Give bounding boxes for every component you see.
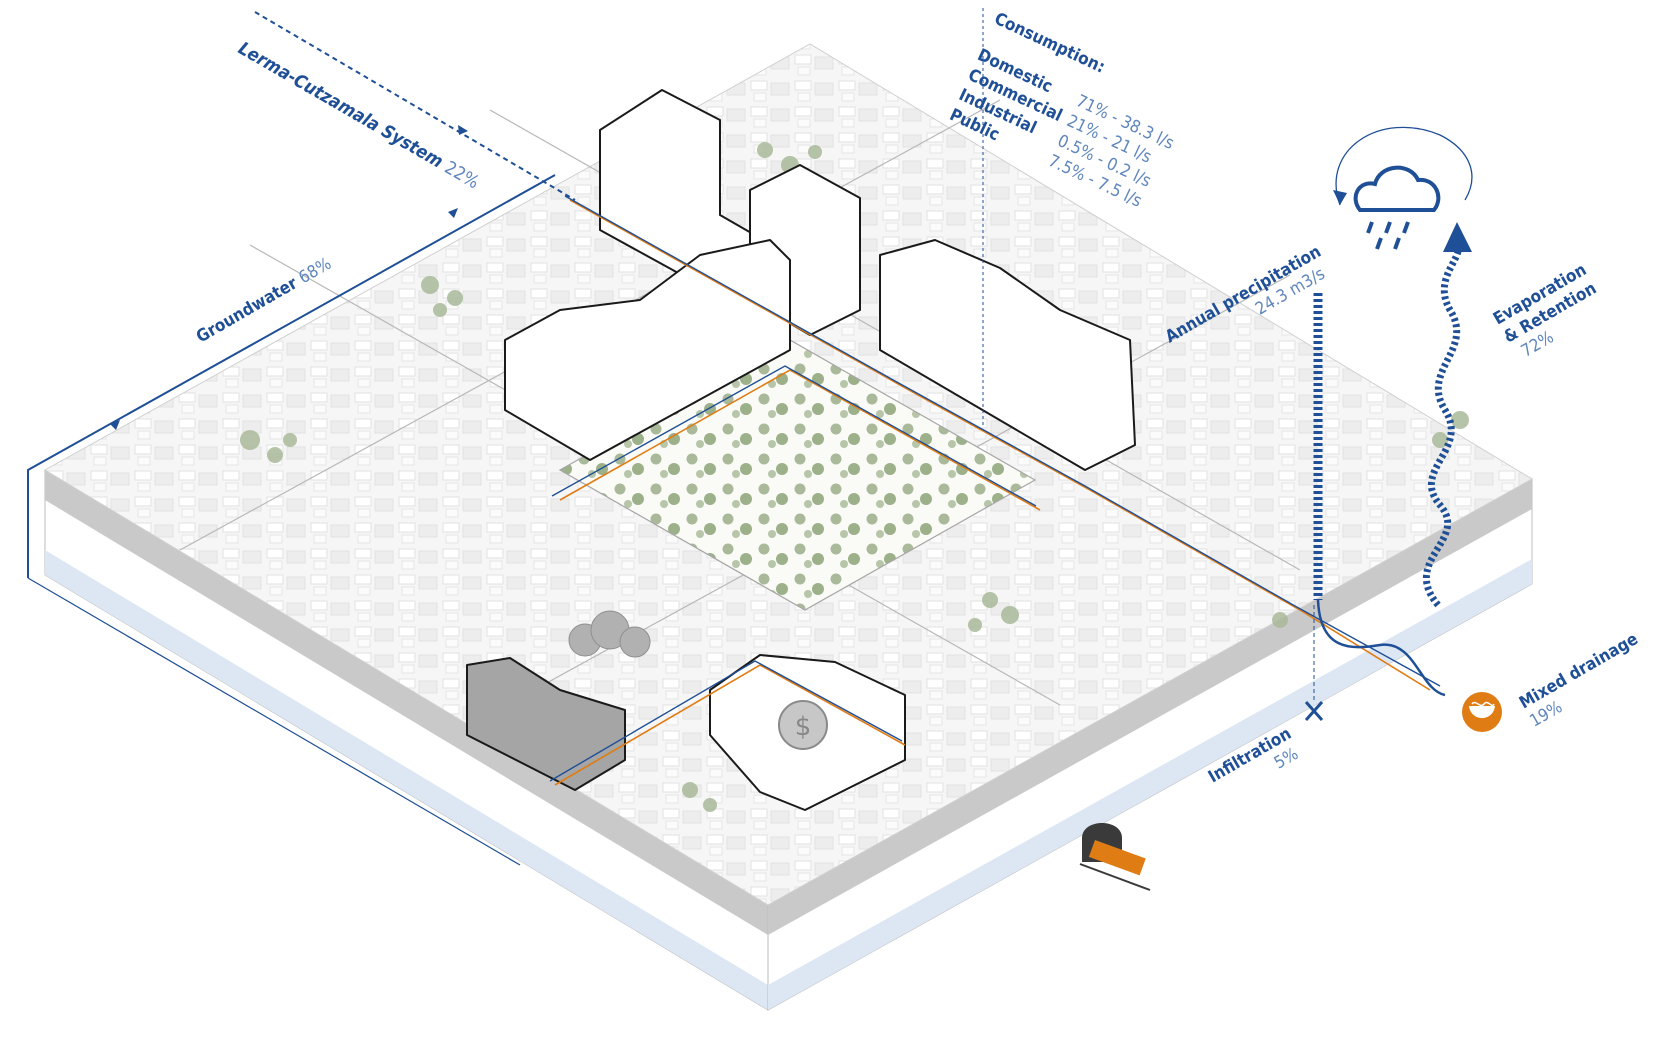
dollar-coin-icon: $	[779, 701, 827, 749]
cycle-arrowhead	[1333, 190, 1347, 205]
rain-drops	[1368, 222, 1408, 249]
metro-train-icon	[1080, 823, 1150, 890]
drainage-bowl-icon	[1462, 692, 1502, 732]
evaporation-arrowhead	[1443, 222, 1472, 252]
rain-cloud-icon	[1356, 168, 1439, 210]
svg-text:$: $	[795, 712, 812, 742]
